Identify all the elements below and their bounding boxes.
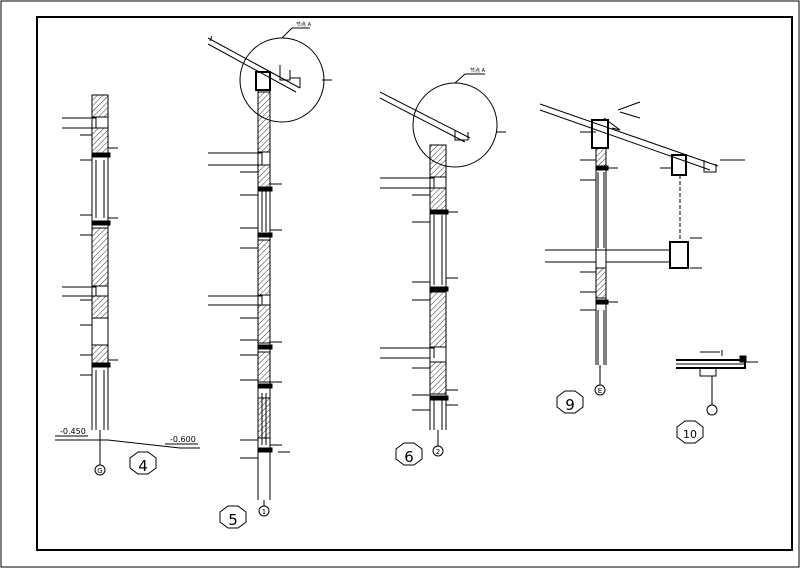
detail-5-marker [219, 505, 247, 529]
axis-2-bubble [432, 445, 444, 457]
detail-9-section: E 9 [539, 101, 745, 414]
axis-1-bubble [258, 505, 270, 517]
detail-6-callout-label: 节点 A [470, 68, 486, 74]
detail-10-section: 10 [676, 350, 758, 444]
detail-4-label: 4 [138, 457, 148, 475]
axis-1-label: 1 [262, 508, 266, 516]
axis-e-label: E [598, 387, 602, 395]
detail-10-marker [676, 420, 704, 444]
detail-6-section: 节点 A 2 6 [379, 68, 506, 466]
axis-2-label: 2 [436, 448, 440, 456]
axis-e-bubble [594, 384, 606, 396]
drawing-frame [36, 16, 793, 551]
level-outdoor-label: -0.600 [170, 435, 196, 444]
detail-5-section: 节点 A [207, 22, 332, 529]
detail-6-marker [395, 442, 423, 466]
detail-9-label: 9 [565, 396, 575, 414]
detail-9-marker [556, 390, 584, 414]
axis-g-label: G [97, 467, 102, 475]
detail-4-section: -0.450 -0.600 G 4 [55, 94, 200, 476]
detail-5-callout-label: 节点 A [296, 22, 312, 28]
detail-4-marker [129, 451, 157, 475]
detail-10-label: 10 [683, 428, 697, 441]
axis-10-bubble [706, 404, 718, 416]
axis-g-bubble [94, 464, 106, 476]
level-ground-label: -0.450 [60, 427, 86, 436]
detail-5-label: 5 [228, 511, 238, 529]
detail-6-label: 6 [404, 448, 414, 466]
detail-6-callout-circle [412, 82, 498, 168]
